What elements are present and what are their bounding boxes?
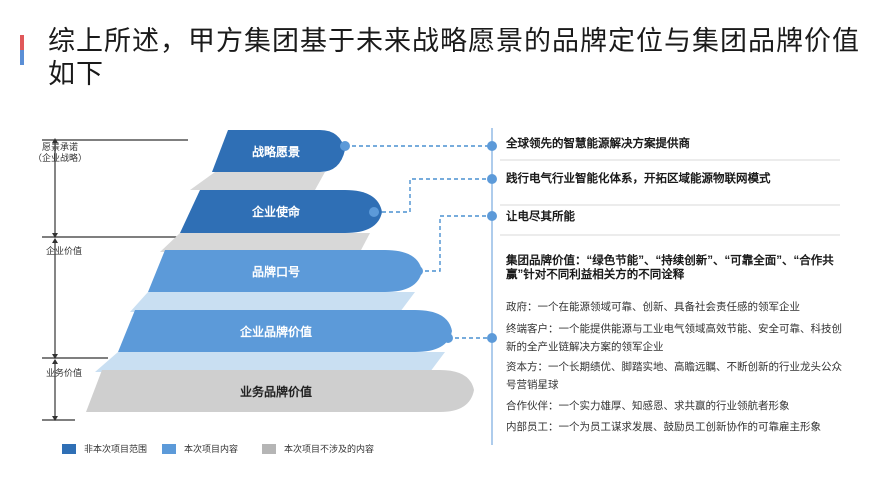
legend-item-not-involved: 本次项目不涉及的内容 [262, 442, 374, 455]
legend-label: 本次项目不涉及的内容 [284, 444, 375, 454]
tier-label-1: 战略愿景 [252, 144, 300, 159]
tier-brand-slogan [148, 250, 422, 292]
tier-label-3: 品牌口号 [252, 264, 300, 279]
arrow-up-2 [52, 238, 58, 243]
tier-label-2: 企业使命 [251, 204, 301, 219]
legend-label: 非本次项目范围 [84, 444, 148, 454]
arrow-up-1 [52, 138, 58, 143]
tier-label-5: 业务品牌价值 [240, 384, 312, 399]
tier-business-brand-value [86, 370, 474, 412]
tier-enterprise-mission [180, 190, 382, 233]
legend-item-out-of-scope: 非本次项目范围 [62, 442, 147, 455]
statement-vision: 全球领先的智慧能源解决方案提供商 [506, 138, 690, 150]
arrow-down-2 [52, 354, 58, 359]
axis-label-enterprise-value: 企业价值 [45, 246, 82, 256]
connector-2 [375, 178, 490, 213]
endpoint-dot-4-left [443, 333, 453, 343]
detail-end-customer: 终端客户：一个能提供能源与工业电气领域高效节能、安全可靠、科技创新的全产业链解决… [506, 323, 842, 353]
statement-mission: 践行电气行业智能化体系，开拓区域能源物联网模式 [506, 173, 771, 185]
arrow-down-1 [52, 233, 58, 238]
detail-partner: 合作伙伴：一个实力雄厚、知感恩、求共赢的行业领航者形象 [506, 400, 790, 412]
title-accent-bar [20, 35, 24, 65]
statement-slogan: 让电尽其所能 [506, 211, 575, 223]
tier-corporate-brand-value [118, 310, 452, 352]
legend-swatch-mid-blue [162, 443, 176, 454]
axis-label-business-value: 业务价值 [45, 368, 82, 378]
detail-government: 政府：一个在能源领域可靠、创新、具备社会责任感的领军企业 [506, 301, 800, 313]
accent-blue-segment [20, 50, 24, 65]
connector-3 [418, 215, 490, 272]
accent-red-segment [20, 35, 24, 50]
detail-capital: 资本方：一个长期绩优、脚踏实地、高瞻远瞩、不断创新的行业龙头公众号营销星球 [506, 361, 842, 391]
legend-swatch-dark-blue [62, 443, 76, 454]
page-title: 综上所述，甲方集团基于未来战略愿景的品牌定位与集团品牌价值如下 [48, 26, 860, 89]
tier-label-4: 企业品牌价值 [239, 324, 312, 339]
legend-swatch-gray [262, 443, 276, 454]
legend-label: 本次项目内容 [184, 444, 239, 454]
right-separators [500, 159, 840, 236]
arrow-down-3 [52, 416, 58, 421]
endpoint-dot-1-left [340, 141, 350, 151]
legend-item-in-scope: 本次项目内容 [162, 442, 238, 455]
endpoint-dot-2-left [369, 207, 379, 217]
arrow-up-3 [52, 359, 58, 364]
tier-shadows [95, 172, 445, 372]
detail-employee: 内部员工：一个为员工谋求发展、鼓励员工创新协作的可靠雇主形象 [506, 421, 821, 433]
statement-brand-value: 集团品牌价值：“绿色节能”、“持续创新”、“可靠全面”、“合作共赢”针对不同利益… [506, 255, 834, 281]
axis-brackets [42, 138, 188, 421]
endpoint-dot-3-left [413, 266, 423, 276]
connectors [345, 145, 490, 339]
axis-label-vision: 愿景承诺 （企业战略） [32, 142, 87, 163]
connector-endpoints [340, 141, 497, 343]
tier-strategic-vision [212, 130, 345, 172]
